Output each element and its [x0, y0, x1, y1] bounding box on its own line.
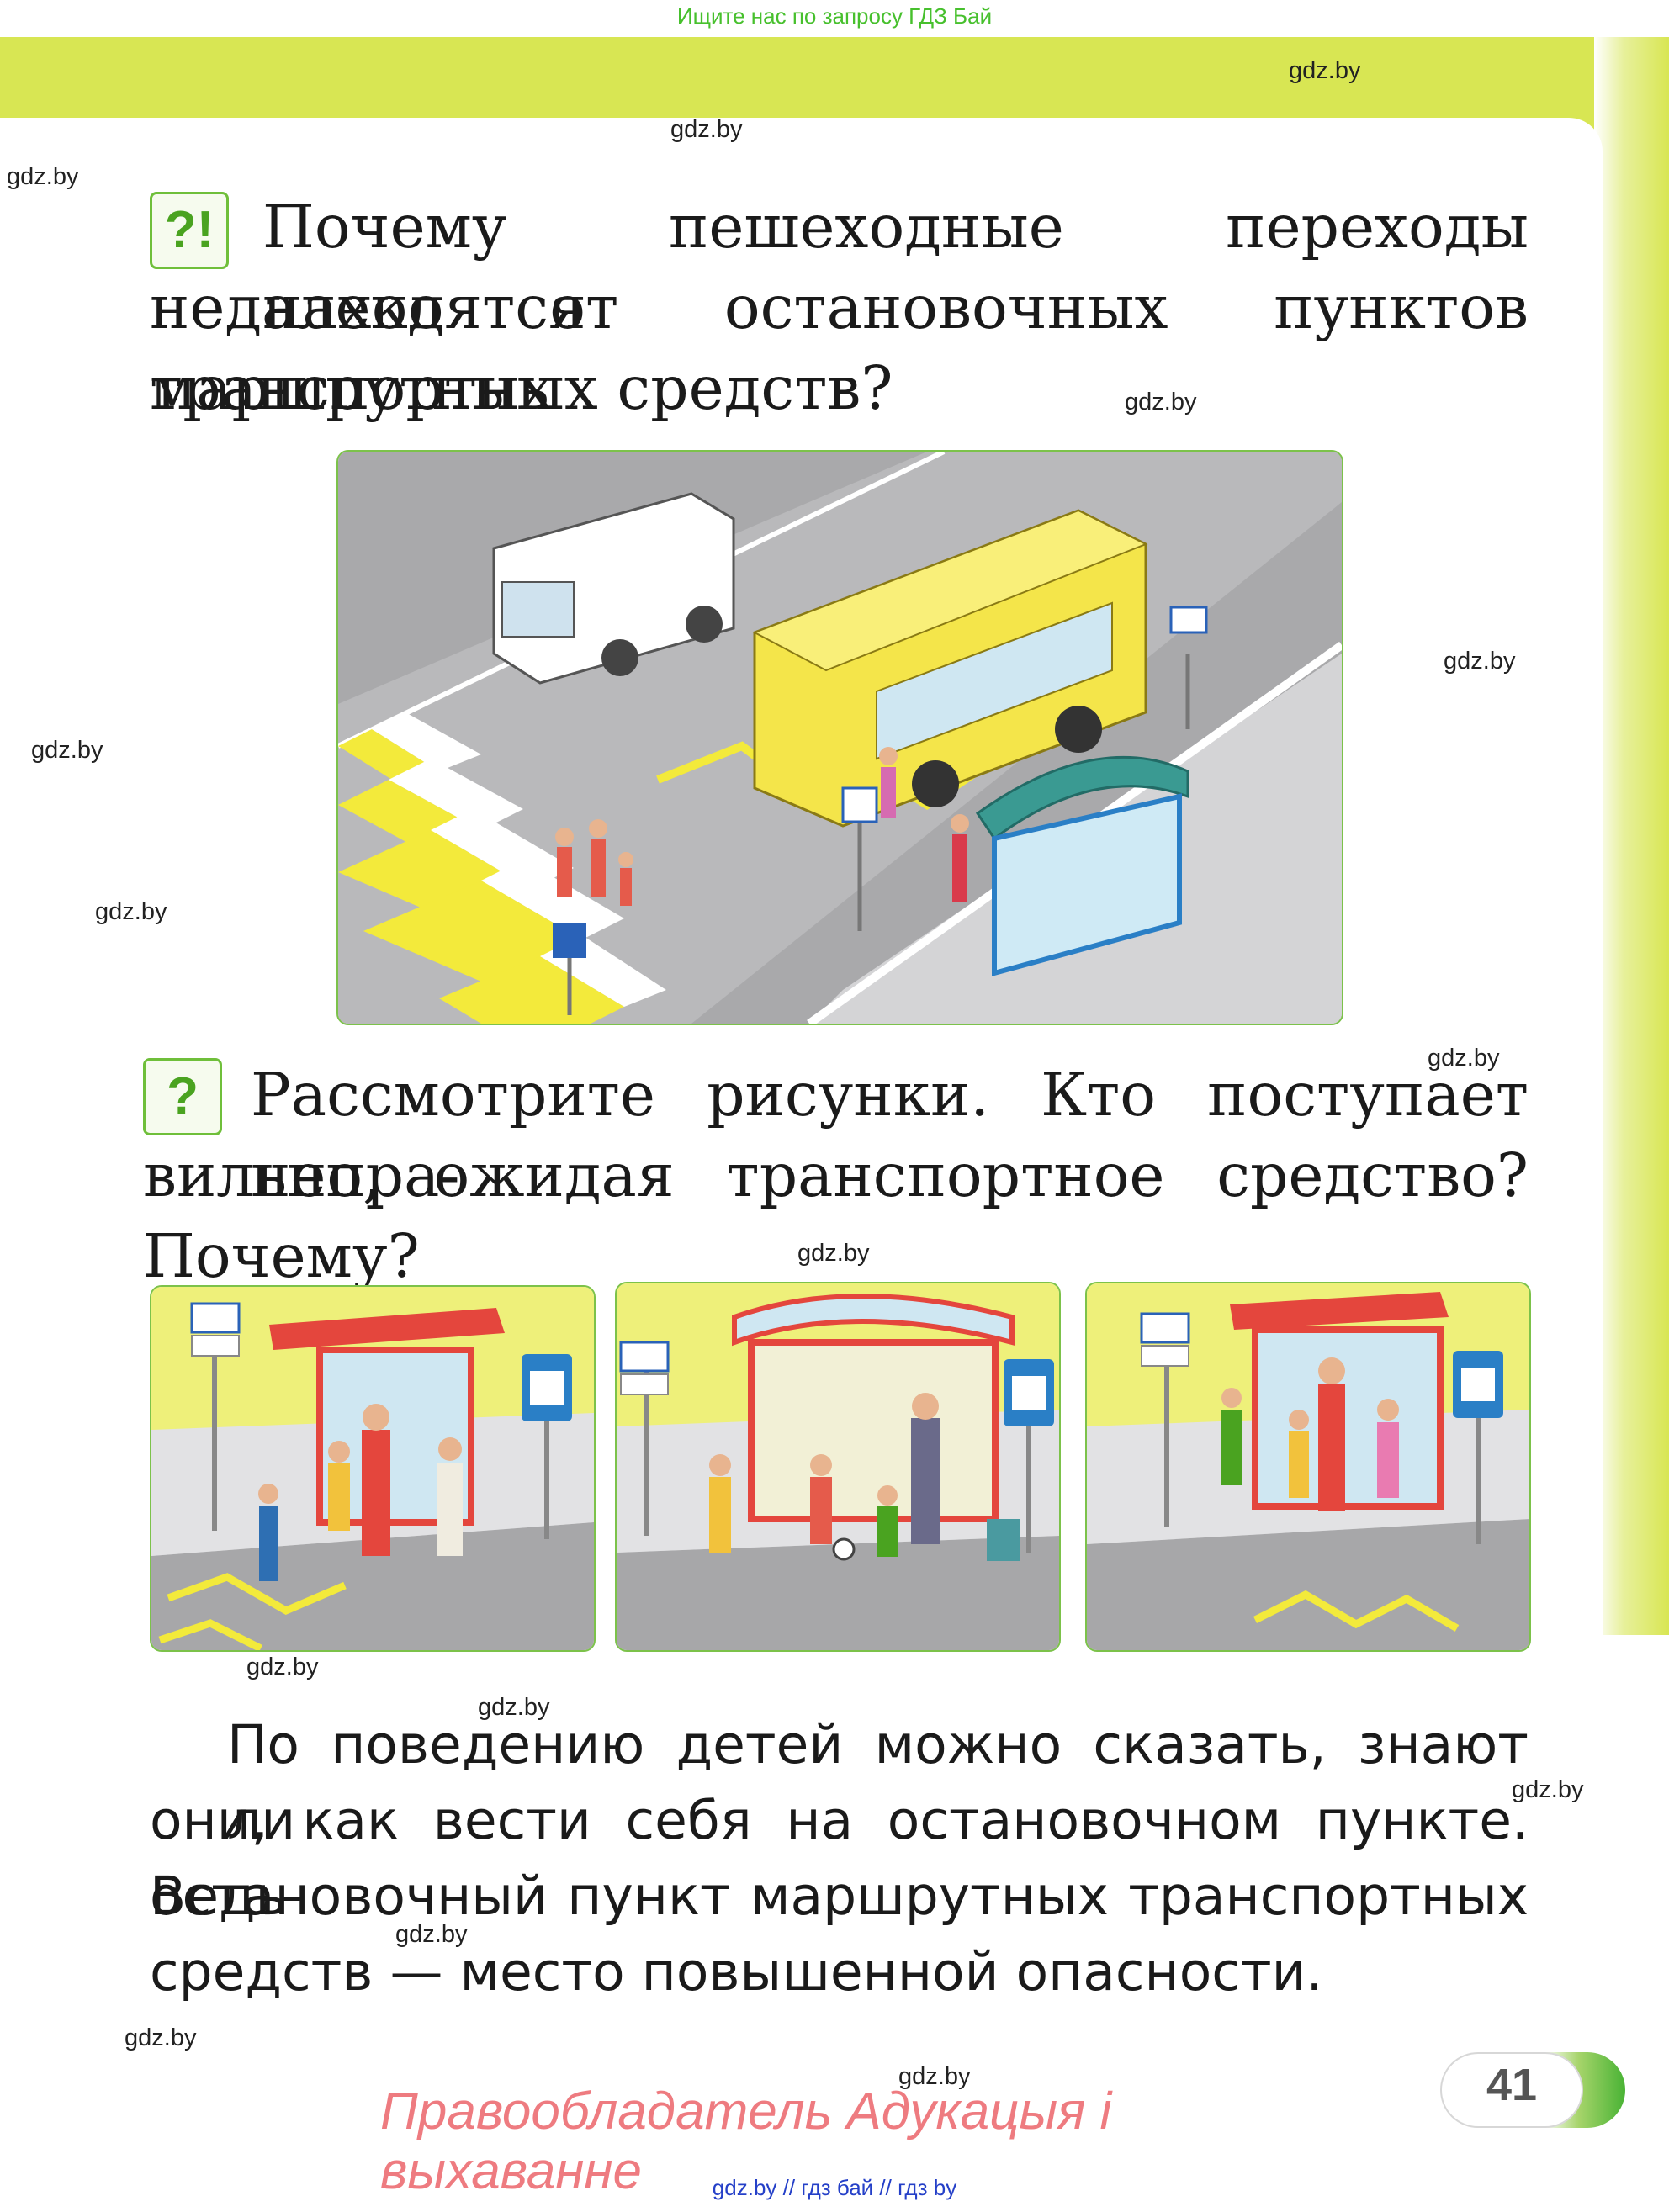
question-badge: ? — [143, 1058, 222, 1135]
watermark: gdz.by — [1512, 1776, 1584, 1803]
watermark: gdz.by — [898, 2063, 971, 2090]
page-number: 41 — [1486, 2060, 1538, 2110]
watermark: gdz.by — [31, 737, 103, 764]
paragraph-line: По поведению детей можно сказать, знают … — [227, 1714, 1529, 1851]
bus-stop-panel-3-drawing — [1087, 1283, 1529, 1650]
question2-line: Рассмотрите рисунки. Кто поступает непра… — [251, 1060, 1529, 1210]
side-green-band — [1594, 37, 1669, 1635]
page-number-box — [1440, 2052, 1583, 2128]
bus-stop-panel-1 — [150, 1285, 596, 1652]
question1-line: недалеко от остановочных пунктов маршрут… — [150, 273, 1529, 423]
bus-stop-crossing-illustration — [336, 450, 1343, 1025]
top-banner — [0, 0, 1669, 37]
watermark: gdz.by — [1289, 57, 1361, 84]
bus-stop-crossing-drawing — [338, 452, 1342, 1024]
footer-links[interactable]: gdz.by // гдз бай // гдз by — [712, 2175, 957, 2200]
watermark: gdz.by — [1125, 389, 1197, 415]
search-hint-banner: Ищите нас по запросу ГДЗ Бай — [676, 3, 993, 29]
watermark: gdz.by — [1444, 648, 1516, 675]
watermark: gdz.by — [7, 163, 79, 190]
question1-line: транспортных средств? — [150, 353, 893, 423]
copyright-holder: Правообладатель Адукацыя і выхаванне — [380, 2082, 1112, 2200]
bus-stop-panel-1-drawing — [151, 1287, 594, 1650]
watermark: gdz.by — [797, 1240, 870, 1267]
question-exclaim-badge: ?! — [150, 192, 229, 269]
question1-line: Почему пешеходные переходы находятся — [262, 192, 1529, 342]
bus-stop-panel-2 — [615, 1282, 1061, 1652]
bus-stop-panel-3 — [1085, 1282, 1531, 1652]
bus-stop-panel-2-drawing — [617, 1283, 1059, 1650]
watermark: gdz.by — [1428, 1045, 1500, 1072]
watermark: gdz.by — [246, 1654, 319, 1680]
watermark: gdz.by — [95, 898, 167, 925]
question2-line: вильно, ожидая транспортное средство? По… — [143, 1140, 1529, 1291]
paragraph-line: остановочный пункт маршрутных транспортн… — [150, 1865, 1529, 1927]
watermark: gdz.by — [125, 2024, 197, 2051]
watermark: gdz.by — [670, 116, 743, 143]
paragraph-line: средств — место повышенной опасности. — [150, 1941, 1323, 2003]
paragraph-line: они, как вести себя на остановочном пунк… — [150, 1790, 1529, 1927]
watermark: gdz.by — [395, 1921, 468, 1948]
watermark: gdz.by — [478, 1694, 550, 1721]
